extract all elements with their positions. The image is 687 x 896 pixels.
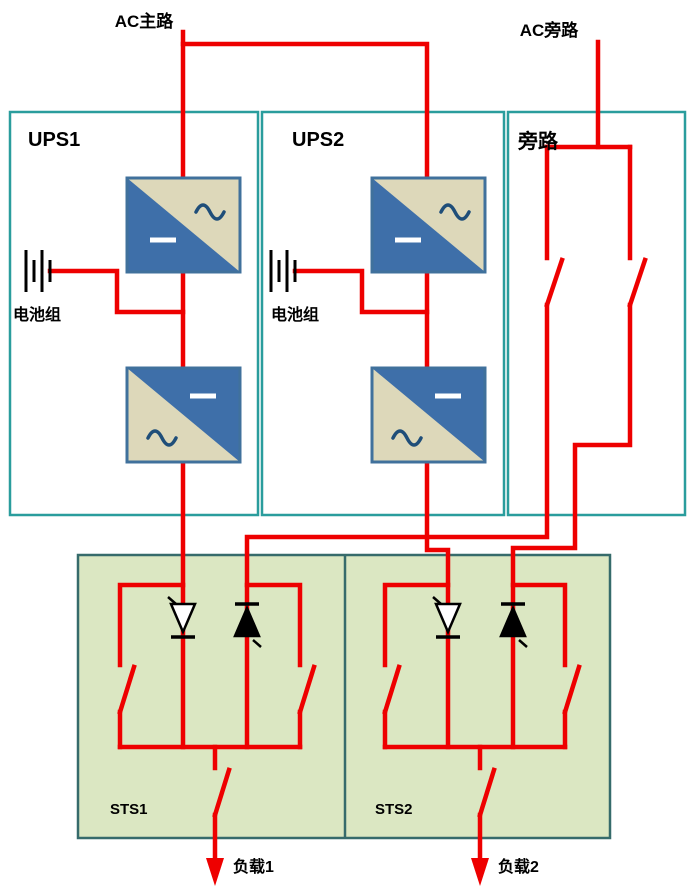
blade-sts2-right-switch: [562, 664, 582, 715]
wire-sts1-left-branch: [117, 582, 186, 668]
blade-sts1-right-switch: [297, 664, 317, 715]
rectifier-ups2: [370, 176, 487, 274]
sine-icon: [194, 203, 226, 221]
inverter-ups2-border: [370, 366, 487, 464]
wire-ac-main-to-ups2: [180, 41, 430, 181]
sts1-scr-right-icon: [233, 602, 262, 648]
rectifier-ups1: [125, 176, 242, 274]
wire-bypass-to-sts2: [510, 302, 633, 750]
rectifier-ups2-border: [370, 176, 487, 274]
blade-sts1-left-switch: [117, 664, 137, 715]
inverter-ups1-border: [125, 366, 242, 464]
ups2-box: [260, 110, 506, 517]
sine-icon: [439, 203, 471, 221]
sts1-label: STS1: [110, 801, 148, 818]
rectifier-ups1-border: [125, 176, 242, 274]
ac-bypass-label: AC旁路: [520, 20, 580, 40]
sts1-scr-left-icon: [167, 596, 197, 639]
blade-sts2-left-switch: [382, 664, 402, 715]
wire-bypass-to-sts1: [244, 302, 550, 750]
ups1-title: UPS1: [28, 129, 80, 151]
battery2-icon: [269, 250, 297, 292]
ups2-title: UPS2: [292, 129, 344, 151]
ups1-box: [8, 110, 260, 517]
sts2-label: STS2: [375, 801, 413, 818]
inverter-ups1: [125, 366, 242, 464]
wiring: [47, 29, 648, 865]
sts2-scr-right-icon: [499, 602, 528, 648]
rectifier-ups2-blue: [372, 178, 485, 272]
load1-arrow-icon: [206, 858, 224, 886]
wire-sts1-right-branch: [244, 582, 303, 668]
blade-sts2-output-switch: [477, 767, 497, 818]
bypass-title: 旁路: [517, 129, 559, 153]
wire-sts2-right-branch: [510, 582, 568, 668]
wire-battery1: [47, 268, 186, 315]
battery1-label: 电池组: [13, 305, 61, 324]
battery2-label: 电池组: [271, 305, 319, 324]
wire-sts2-left-branch: [382, 582, 451, 668]
sine-icon: [146, 429, 178, 447]
sine-icon: [391, 429, 423, 447]
rectifier-ups1-blue: [127, 178, 240, 272]
load2-label: 负载2: [498, 857, 539, 876]
bypass-box: [506, 110, 687, 517]
blade-bypass-left-switch: [544, 257, 565, 308]
inverter-ups1-blue: [127, 368, 240, 462]
inverter-ups2: [370, 366, 487, 464]
blade-bypass-right-switch: [627, 257, 648, 308]
inverter-ups2-blue: [372, 368, 485, 462]
sts2-scr-left-icon: [432, 596, 462, 639]
load2-arrow-icon: [471, 858, 489, 886]
load1-label: 负载1: [233, 857, 274, 876]
blade-sts1-output-switch: [212, 767, 232, 818]
wire-battery2: [292, 268, 430, 315]
ac-main-label: AC主路: [115, 11, 175, 31]
wire-ups2-output: [424, 459, 451, 750]
battery1-icon: [24, 250, 52, 292]
